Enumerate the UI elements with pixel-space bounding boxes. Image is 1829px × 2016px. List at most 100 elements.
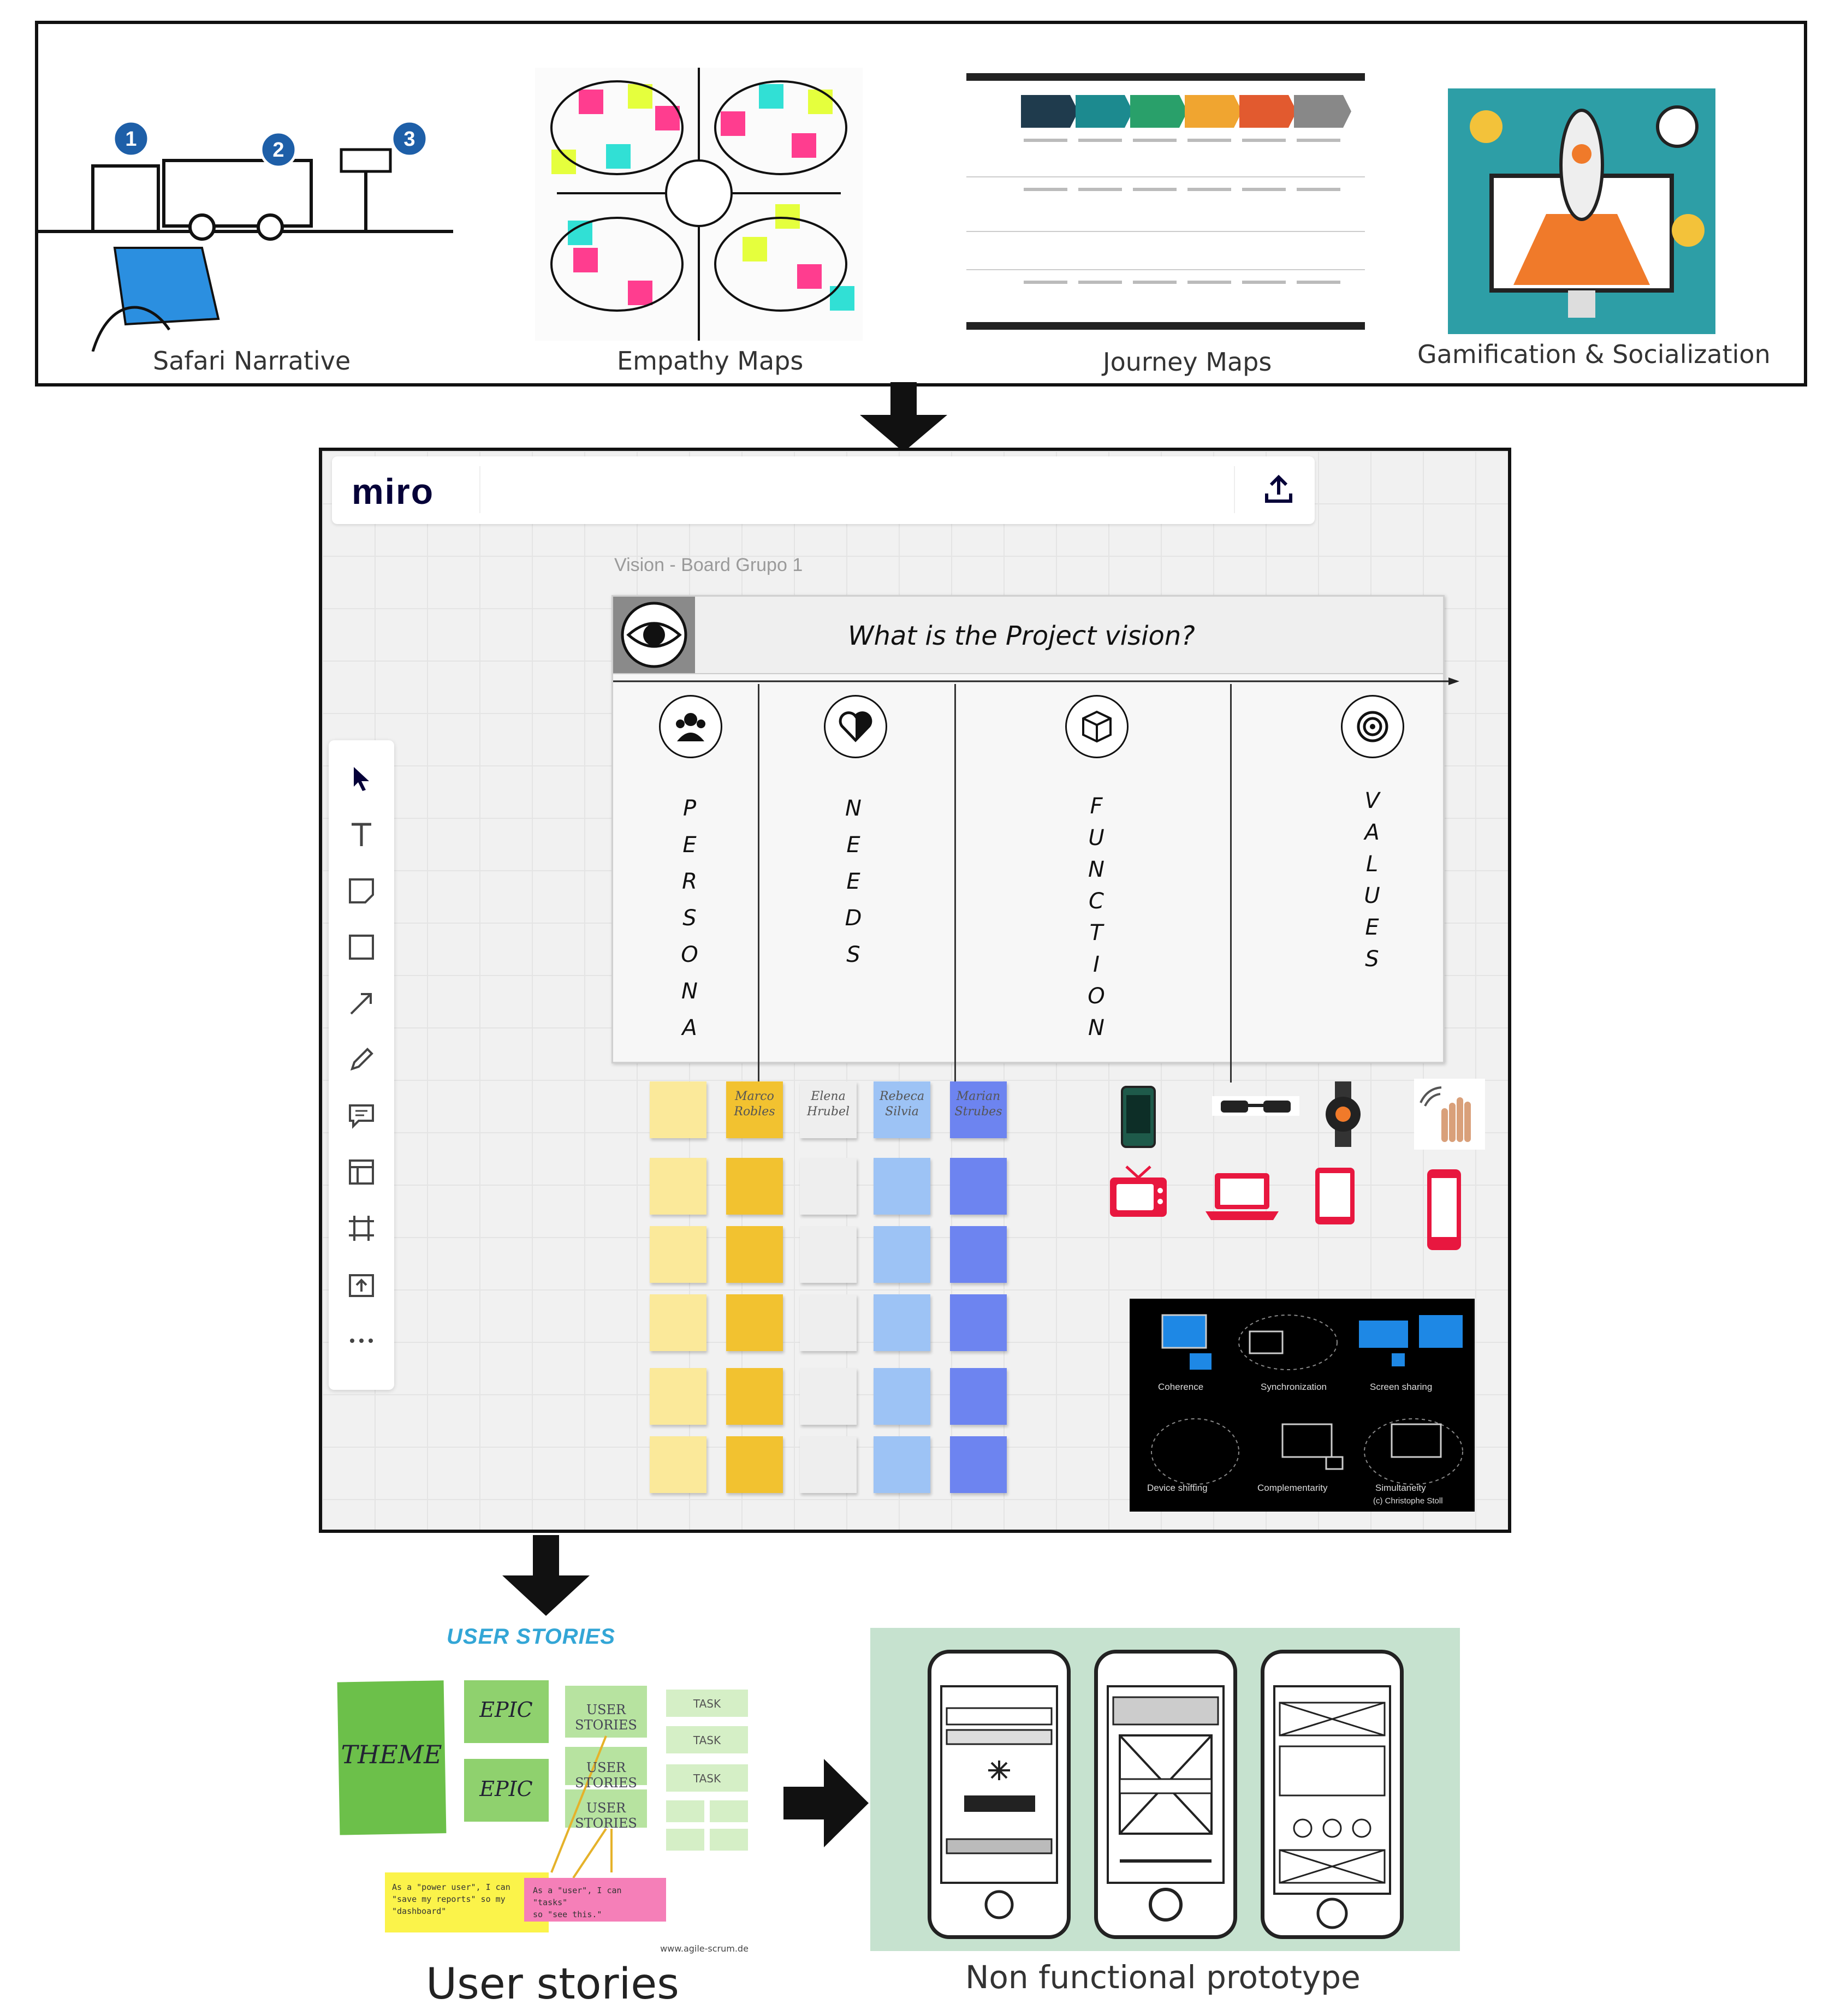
empathy-map-image — [535, 68, 863, 341]
miro-logo[interactable]: miro — [352, 471, 435, 512]
sticky-note[interactable] — [650, 1158, 706, 1215]
epic-label-2: EPIC — [479, 1777, 532, 1801]
sticky-name-label: Marian Strubes — [954, 1090, 1002, 1119]
omni-label-synchronization: Synchronization — [1261, 1382, 1327, 1392]
sticky-note[interactable] — [650, 1226, 706, 1283]
gesture-hand-icon — [1414, 1079, 1485, 1150]
phone-sketch-3 — [1261, 1650, 1404, 1939]
tv-icon — [1110, 1165, 1167, 1217]
sticky-note[interactable] — [874, 1158, 930, 1215]
miro-top-bar: miro — [332, 456, 1315, 524]
user-story-card-yellow: As a "power user", I can "save my report… — [392, 1882, 510, 1916]
persona-icon — [659, 695, 722, 758]
omni-credit: (c) Christophe Stoll — [1373, 1496, 1443, 1506]
pen-icon[interactable] — [345, 1043, 378, 1076]
user-story-label-1: USER STORIES — [575, 1702, 637, 1733]
more-icon[interactable] — [345, 1324, 378, 1357]
sticky-note[interactable]: Rebeca Silvia — [874, 1081, 930, 1138]
column-divider — [954, 684, 956, 1083]
sticky-note[interactable] — [800, 1436, 857, 1493]
sticky-note[interactable] — [950, 1294, 1007, 1351]
upload-icon[interactable] — [345, 1268, 378, 1301]
tablet-icon — [1315, 1168, 1355, 1224]
sticky-note[interactable] — [950, 1158, 1007, 1215]
sticky-note[interactable] — [726, 1436, 783, 1493]
omnichannel-devices-graphic — [1151, 1314, 1463, 1485]
heart-icon — [824, 695, 887, 758]
sticky-note[interactable] — [800, 1226, 857, 1283]
miro-toolbar — [329, 740, 394, 1390]
sticky-note[interactable] — [650, 1294, 706, 1351]
sticky-note[interactable] — [950, 1226, 1007, 1283]
sticky-note[interactable] — [726, 1226, 783, 1283]
sticky-note[interactable] — [800, 1368, 857, 1425]
vision-title: What is the Project vision? — [848, 621, 1195, 651]
safari-badge-1: 1 — [125, 128, 136, 151]
user-stories-graphic: THEME EPIC EPIC TASK TASK TASK www.agile… — [337, 1680, 749, 1954]
share-upload-icon[interactable] — [1262, 473, 1295, 506]
safari-narrative-caption: Safari Narrative — [153, 346, 351, 376]
template-icon[interactable] — [345, 1156, 378, 1188]
vision-header: What is the Project vision? — [613, 597, 1443, 674]
comment-icon[interactable] — [345, 1099, 378, 1132]
sticky-name-label: Marco Robles — [734, 1090, 775, 1119]
laptop-icon — [1206, 1173, 1279, 1220]
sticky-note[interactable] — [726, 1368, 783, 1425]
gamification-caption: Gamification & Socialization — [1417, 340, 1771, 369]
shape-icon[interactable] — [345, 931, 378, 964]
sticky-note[interactable]: Marian Strubes — [950, 1081, 1007, 1138]
sticky-note[interactable] — [874, 1226, 930, 1283]
flow-arrow-down-icon — [502, 1535, 590, 1616]
box-icon — [1065, 695, 1129, 758]
gamification-image — [1448, 88, 1715, 334]
task-label-3: TASK — [693, 1772, 721, 1785]
sticky-name-label: Elena Hrubel — [806, 1090, 850, 1119]
theme-label: THEME — [341, 1740, 442, 1769]
user-stories-credit: www.agile-scrum.de — [660, 1943, 749, 1954]
sticky-note[interactable] — [800, 1294, 857, 1351]
arrow-icon[interactable] — [345, 987, 378, 1020]
select-icon[interactable] — [345, 762, 378, 795]
sticky-note[interactable] — [874, 1368, 930, 1425]
omnichannel-patterns-image: Coherence Synchronization Screen sharing… — [1130, 1299, 1475, 1512]
sticky-note[interactable] — [650, 1081, 706, 1138]
task-label-2: TASK — [693, 1734, 721, 1747]
eye-icon — [621, 602, 687, 668]
sticky-note[interactable] — [874, 1294, 930, 1351]
sticky-note[interactable] — [726, 1158, 783, 1215]
omni-label-device-shifting: Device shifting — [1147, 1483, 1208, 1493]
prototype-caption: Non functional prototype — [965, 1959, 1361, 1996]
text-icon[interactable] — [345, 818, 378, 851]
task-label-1: TASK — [693, 1697, 721, 1710]
sticky-note[interactable] — [650, 1368, 706, 1425]
sticky-note[interactable] — [726, 1294, 783, 1351]
phone-sketch-1 — [928, 1650, 1071, 1939]
phone-device-icon — [1121, 1086, 1156, 1148]
sticky-note[interactable] — [950, 1368, 1007, 1425]
prototype-sketch-panel — [870, 1628, 1460, 1951]
sticky-note[interactable]: Elena Hrubel — [800, 1081, 857, 1138]
sticky-note[interactable] — [950, 1436, 1007, 1493]
user-story-label-3: USER STORIES — [575, 1800, 637, 1831]
journey-maps-caption: Journey Maps — [1103, 347, 1272, 377]
board-frame-label[interactable]: Vision - Board Grupo 1 — [614, 555, 803, 575]
frame-icon[interactable] — [345, 1212, 378, 1245]
sticky-note-icon[interactable] — [345, 875, 378, 907]
empathy-maps-caption: Empathy Maps — [617, 346, 804, 376]
sticky-note[interactable]: Marco Robles — [726, 1081, 783, 1138]
sticky-note[interactable] — [800, 1158, 857, 1215]
sticky-note[interactable] — [874, 1436, 930, 1493]
sticky-note[interactable] — [650, 1436, 706, 1493]
user-stories-caption: User stories — [426, 1960, 679, 2009]
miro-board: miro Vision - Board Grupo 1 — [319, 448, 1511, 1533]
flow-arrow-right-icon — [783, 1759, 869, 1847]
omni-label-coherence: Coherence — [1158, 1382, 1204, 1392]
user-story-card-pink: As a "user", I can "tasks" so "see this.… — [533, 1886, 622, 1919]
vision-arrow-line — [613, 677, 1459, 685]
board-title-field[interactable] — [479, 466, 1235, 513]
safari-badge-3: 3 — [403, 128, 415, 151]
